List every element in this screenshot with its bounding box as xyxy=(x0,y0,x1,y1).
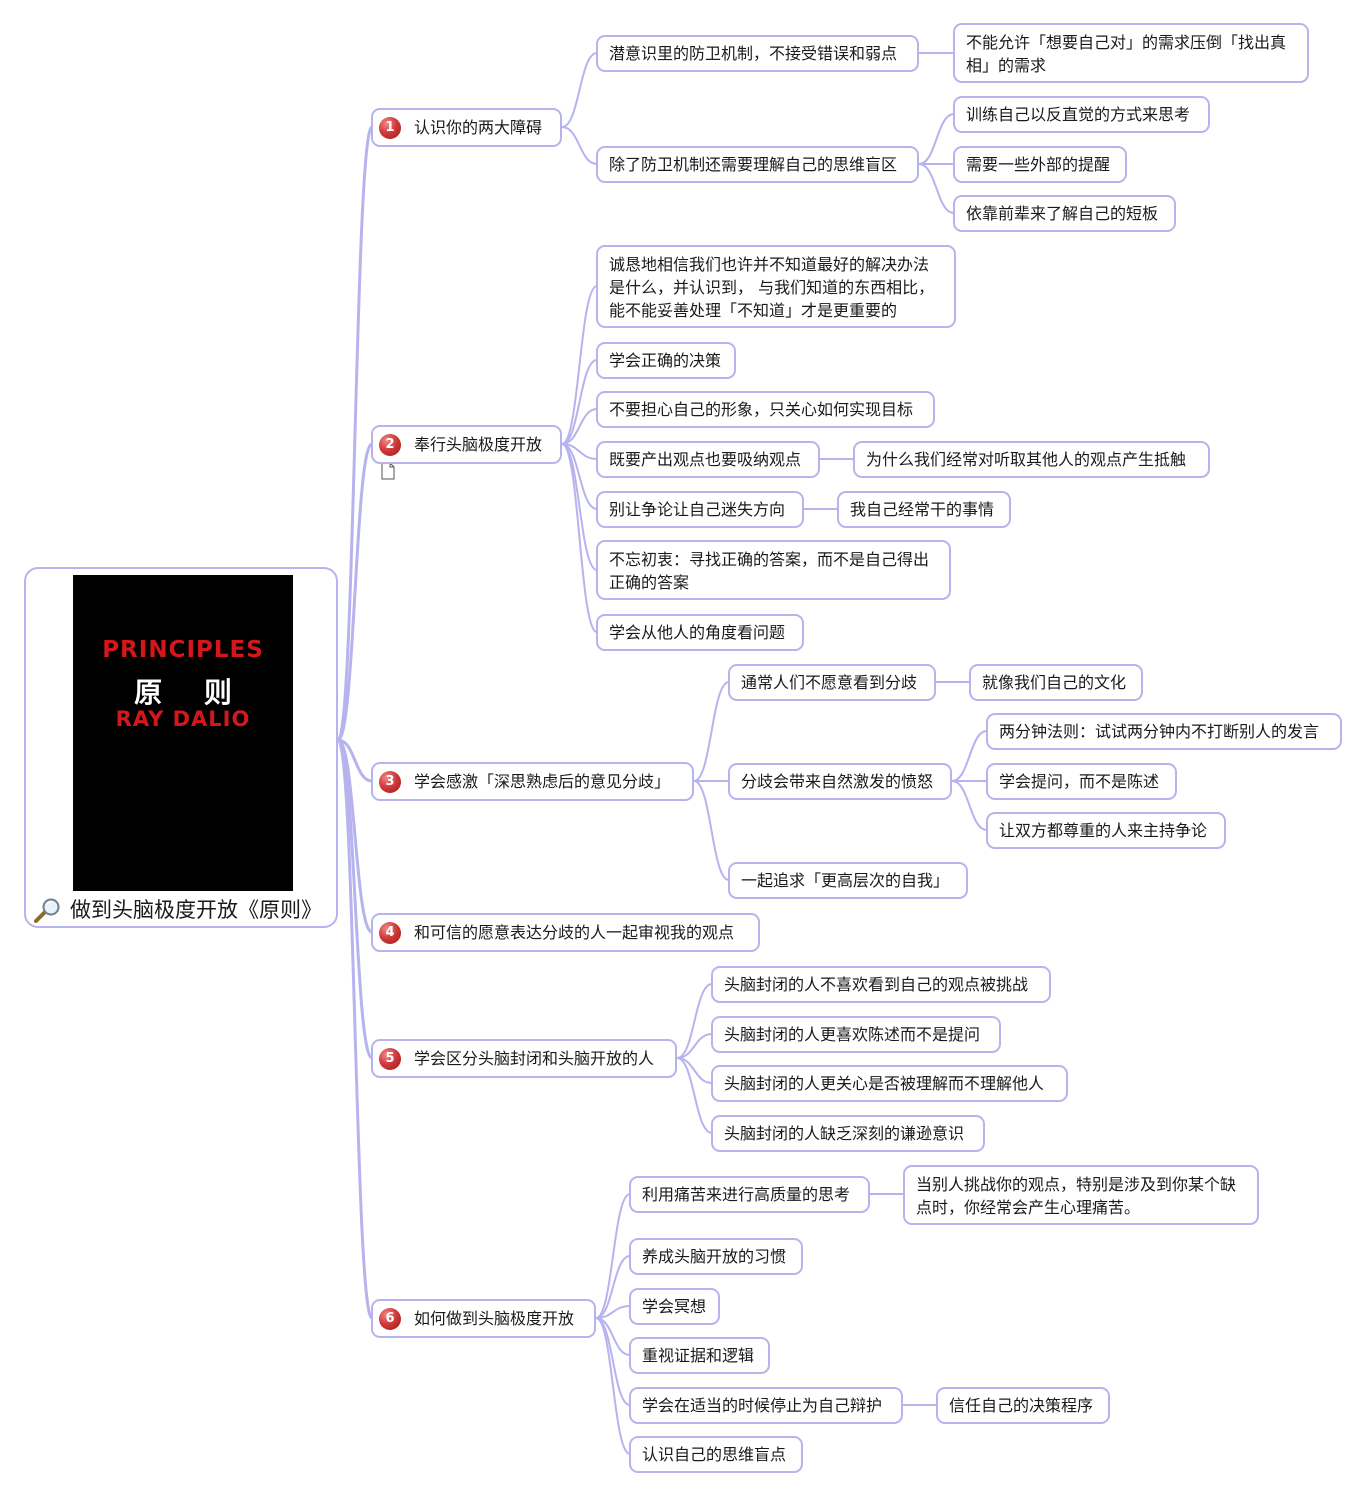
connector-line xyxy=(562,286,597,444)
root-title: 做到头脑极度开放《原则》 xyxy=(70,896,322,924)
branch-node[interactable]: 5 学会区分头脑封闭和头脑开放的人 xyxy=(371,1039,677,1078)
connector-line xyxy=(694,781,729,880)
subtopic-node[interactable]: 别让争论让自己迷失方向 xyxy=(596,491,804,528)
subtopic-node[interactable]: 学会从他人的角度看问题 xyxy=(596,614,804,651)
subtopic-node[interactable]: 养成头脑开放的习惯 xyxy=(629,1238,803,1275)
connector-line xyxy=(919,164,954,213)
subtopic-node[interactable]: 头脑封闭的人更喜欢陈述而不是提问 xyxy=(711,1016,1001,1053)
detail-node[interactable]: 学会提问，而不是陈述 xyxy=(986,763,1177,800)
subtopic-node[interactable]: 除了防卫机制还需要理解自己的思维盲区 xyxy=(596,146,919,183)
number-badge-icon: 2 xyxy=(379,434,401,456)
connector-line xyxy=(338,127,372,740)
subtopic-node[interactable]: 认识自己的思维盲点 xyxy=(629,1436,803,1473)
note-icon[interactable] xyxy=(380,462,396,480)
connector-line xyxy=(952,731,987,781)
root-node[interactable]: PRINCIPLES 原 则 RAY DALIO 做到头脑极度开放《原则》 xyxy=(24,567,338,928)
branch-label: 和可信的愿意表达分歧的人一起审视我的观点 xyxy=(414,921,734,944)
subtopic-node[interactable]: 不忘初衷：寻找正确的答案，而不是自己得出正确的答案 xyxy=(596,540,951,600)
subtopic-node[interactable]: 利用痛苦来进行高质量的思考 xyxy=(629,1176,870,1213)
branch-label: 学会区分头脑封闭和头脑开放的人 xyxy=(414,1047,654,1070)
branch-label: 认识你的两大障碍 xyxy=(414,116,542,139)
magnifier-icon xyxy=(32,897,62,925)
connector-line xyxy=(562,53,597,127)
detail-node[interactable]: 让双方都尊重的人来主持争论 xyxy=(986,812,1226,849)
branch-node[interactable]: 4 和可信的愿意表达分歧的人一起审视我的观点 xyxy=(371,913,760,952)
detail-node[interactable]: 当别人挑战你的观点，特别是涉及到你某个缺点时，你经常会产生心理痛苦。 xyxy=(903,1165,1259,1225)
detail-node[interactable]: 不能允许「想要自己对」的需求压倒「找出真相」的需求 xyxy=(953,23,1309,83)
number-badge-icon: 5 xyxy=(379,1048,401,1070)
subtopic-node[interactable]: 头脑封闭的人缺乏深刻的谦逊意识 xyxy=(711,1115,985,1152)
subtopic-node[interactable]: 诚恳地相信我们也许并不知道最好的解决办法是什么，并认识到， 与我们知道的东西相比… xyxy=(596,245,956,328)
subtopic-node[interactable]: 分歧会带来自然激发的愤怒 xyxy=(728,763,952,800)
detail-node[interactable]: 两分钟法则：试试两分钟内不打断别人的发言 xyxy=(986,713,1342,750)
detail-node[interactable]: 为什么我们经常对听取其他人的观点产生抵触 xyxy=(853,441,1210,478)
subtopic-node[interactable]: 学会在适当的时候停止为自己辩护 xyxy=(629,1387,903,1424)
connector-line xyxy=(694,682,729,781)
cover-title-zh: 原 则 xyxy=(73,671,293,711)
subtopic-node[interactable]: 既要产出观点也要吸纳观点 xyxy=(596,441,820,478)
branch-label: 奉行头脑极度开放 xyxy=(414,433,542,456)
connector-line xyxy=(919,114,954,164)
subtopic-node[interactable]: 一起追求「更高层次的自我」 xyxy=(728,862,968,899)
branch-label: 如何做到头脑极度开放 xyxy=(414,1307,574,1330)
branch-node[interactable]: 2 奉行头脑极度开放 xyxy=(371,425,562,464)
number-badge-icon: 4 xyxy=(379,922,401,944)
connector-line xyxy=(596,1256,630,1318)
detail-node[interactable]: 训练自己以反直觉的方式来思考 xyxy=(953,96,1210,133)
number-badge-icon: 6 xyxy=(379,1308,401,1330)
branch-label: 学会感激「深思熟虑后的意见分歧」 xyxy=(414,770,670,793)
subtopic-node[interactable]: 学会冥想 xyxy=(629,1288,720,1325)
subtopic-node[interactable]: 潜意识里的防卫机制，不接受错误和弱点 xyxy=(596,35,919,72)
detail-node[interactable]: 我自己经常干的事情 xyxy=(837,491,1011,528)
subtopic-node[interactable]: 学会正确的决策 xyxy=(596,342,736,379)
cover-author: RAY DALIO xyxy=(73,707,293,731)
connector-line xyxy=(562,444,597,632)
subtopic-node[interactable]: 不要担心自己的形象，只关心如何实现目标 xyxy=(596,391,935,428)
detail-node[interactable]: 需要一些外部的提醒 xyxy=(953,146,1127,183)
subtopic-node[interactable]: 头脑封闭的人更关心是否被理解而不理解他人 xyxy=(711,1065,1068,1102)
cover-title-en: PRINCIPLES xyxy=(73,637,293,663)
connector-line xyxy=(952,781,987,830)
subtopic-node[interactable]: 头脑封闭的人不喜欢看到自己的观点被挑战 xyxy=(711,966,1051,1003)
branch-node[interactable]: 3 学会感激「深思熟虑后的意见分歧」 xyxy=(371,762,694,801)
subtopic-node[interactable]: 通常人们不愿意看到分歧 xyxy=(728,664,936,701)
connector-line xyxy=(562,444,597,509)
branch-node[interactable]: 1 认识你的两大障碍 xyxy=(371,108,562,147)
connector-line xyxy=(338,444,372,740)
detail-node[interactable]: 就像我们自己的文化 xyxy=(969,664,1143,701)
book-cover-image: PRINCIPLES 原 则 RAY DALIO xyxy=(73,575,293,891)
detail-node[interactable]: 信任自己的决策程序 xyxy=(936,1387,1110,1424)
branch-node[interactable]: 6 如何做到头脑极度开放 xyxy=(371,1299,596,1338)
subtopic-node[interactable]: 重视证据和逻辑 xyxy=(629,1337,770,1374)
connector-line xyxy=(596,1194,630,1318)
connector-line xyxy=(562,127,597,164)
detail-node[interactable]: 依靠前辈来了解自己的短板 xyxy=(953,195,1176,232)
number-badge-icon: 1 xyxy=(379,117,401,139)
number-badge-icon: 3 xyxy=(379,771,401,793)
